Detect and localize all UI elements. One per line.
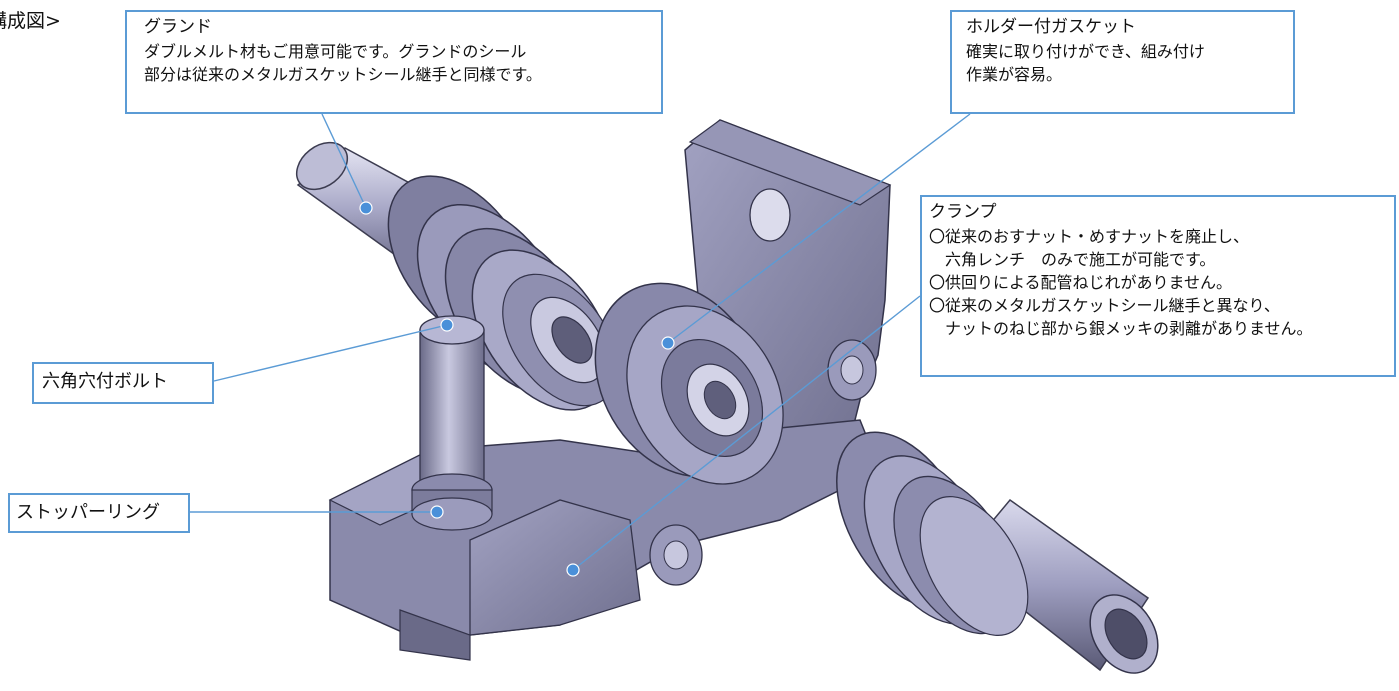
lower-gland-part: [836, 431, 1159, 674]
holder-gasket-part: [594, 282, 784, 485]
clamp-callout-line: ナットのねじ部から銀メッキの剥離がありません。: [929, 319, 1313, 338]
holder-gasket-callout-heading: ホルダー付ガスケット: [966, 17, 1136, 37]
stopper-ring-marker-dot: [430, 505, 444, 519]
clamp-callout-line: 〇従来のメタルガスケットシール継手と異なり、: [929, 296, 1280, 315]
holder-gasket-callout: ホルダー付ガスケット 確実に取り付けができ、組み付け 作業が容易。: [950, 10, 1295, 114]
stopper-ring-callout: ストッパーリング: [8, 493, 190, 533]
clamp-callout: クランプ 〇従来のおすナット・めすナットを廃止し、 六角レンチ のみで施工が可能…: [920, 195, 1396, 377]
page-title: 構成図>: [0, 10, 61, 32]
hex-bolt-marker-dot: [440, 318, 454, 332]
leader-lines: [190, 113, 971, 571]
gland-marker-dot: [359, 201, 373, 215]
gland-callout-line: ダブルメルト材もご用意可能です。グランドのシール: [144, 42, 527, 61]
holder-gasket-marker-dot: [661, 336, 675, 350]
hex-bolt-callout: 六角穴付ボルト: [32, 362, 214, 404]
clamp-callout-heading: クランプ: [929, 202, 997, 222]
marker-dots: [359, 201, 675, 577]
clamp-callout-line: 〇従来のおすナット・めすナットを廃止し、: [929, 227, 1250, 246]
holder-gasket-callout-line: 作業が容易。: [966, 65, 1063, 84]
gland-callout: グランド ダブルメルト材もご用意可能です。グランドのシール 部分は従来のメタルガ…: [125, 10, 663, 114]
gland-callout-heading: グランド: [144, 17, 212, 37]
clamp-marker-dot: [566, 563, 580, 577]
gland-callout-line: 部分は従来のメタルガスケットシール継手と同様です。: [144, 65, 542, 84]
clamp-callout-line: 〇供回りによる配管ねじれがありません。: [929, 273, 1233, 292]
clamp-callout-line: 六角レンチ のみで施工が可能です。: [929, 250, 1216, 269]
holder-gasket-callout-line: 確実に取り付けができ、組み付け: [966, 42, 1205, 61]
hex-bolt-callout-heading: 六角穴付ボルト: [42, 371, 168, 392]
stopper-ring-callout-heading: ストッパーリング: [16, 502, 160, 523]
